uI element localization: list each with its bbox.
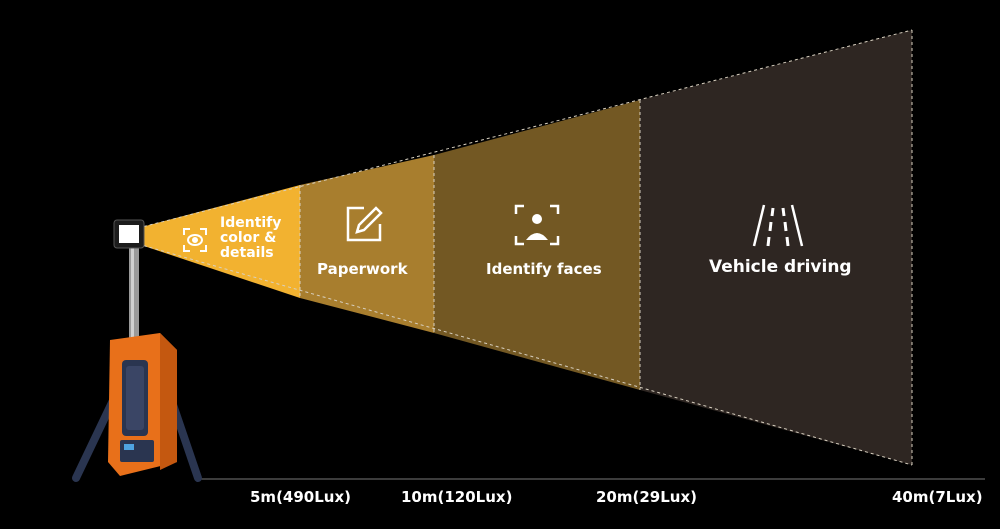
zone-4-label: Vehicle driving — [709, 257, 852, 277]
zone-4-beam — [640, 30, 912, 465]
zone-1-label: Identify color & details — [220, 216, 281, 261]
zone-1-label-line-2: color & — [220, 230, 277, 246]
distance-label-40m: 40m(7Lux) — [892, 488, 983, 506]
zone-2-beam — [300, 155, 434, 333]
distance-label-20m: 20m(29Lux) — [596, 488, 698, 506]
road-icon — [752, 204, 804, 247]
beam-outline — [137, 29, 913, 466]
pencil-edit-icon — [346, 206, 383, 242]
eye-detail-icon — [183, 228, 207, 252]
face-scan-icon — [514, 204, 560, 246]
zone-1-label-line-1: Identify — [220, 215, 282, 231]
distance-label-10m: 10m(120Lux) — [401, 488, 513, 506]
zone-1-beam — [138, 185, 300, 298]
zone-3-beam — [434, 100, 640, 390]
zone-1-label-line-3: details — [220, 245, 274, 261]
distance-label-5m: 5m(490Lux) — [250, 488, 352, 506]
zone-3-label: Identify faces — [486, 260, 602, 278]
light-tower-device — [72, 219, 202, 482]
zone-2-label: Paperwork — [317, 260, 408, 278]
